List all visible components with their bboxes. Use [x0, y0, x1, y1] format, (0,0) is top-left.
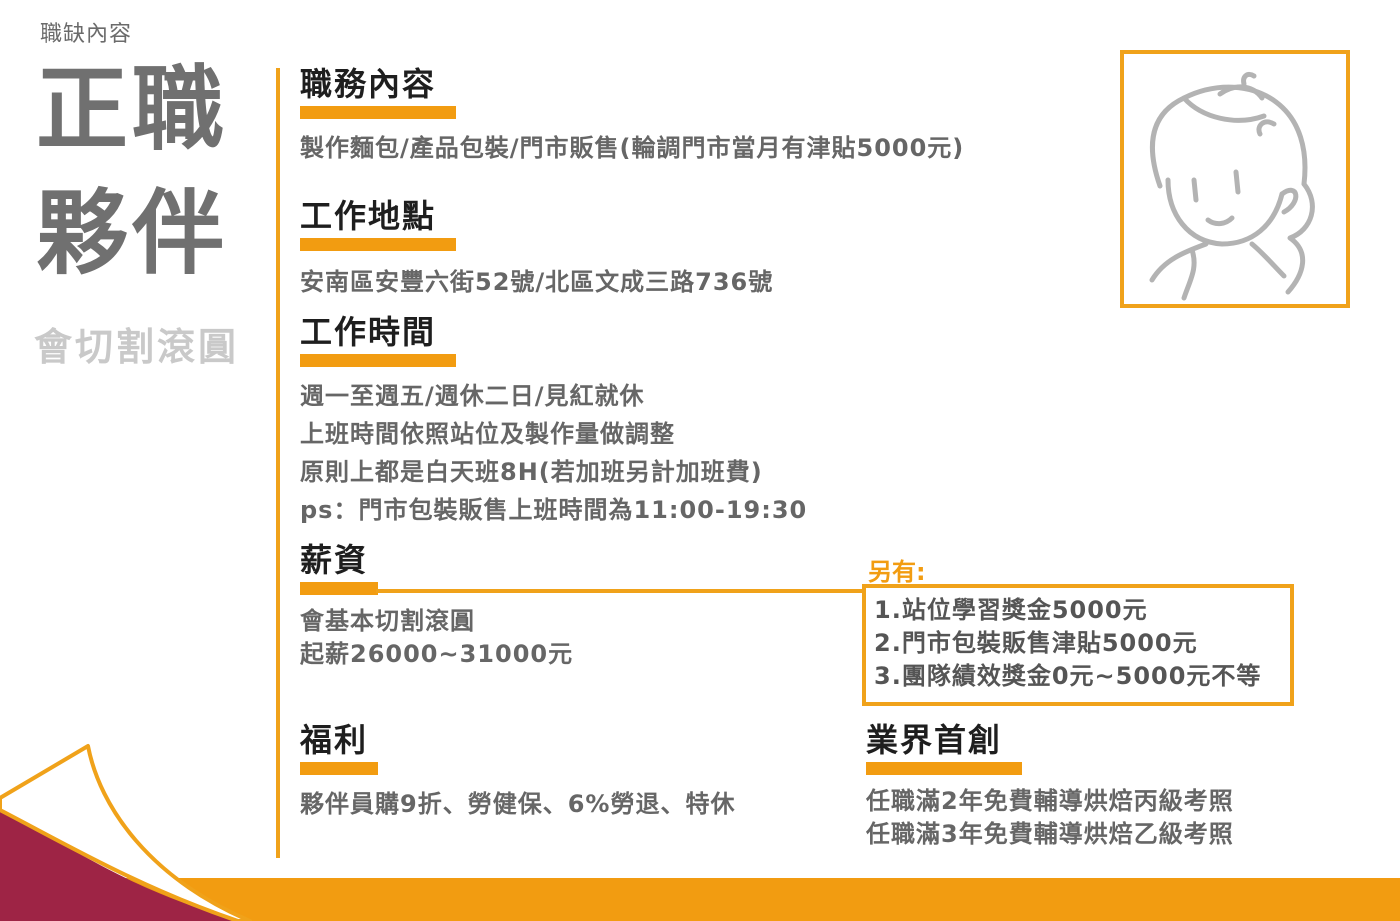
- page-curl-icon: [0, 744, 252, 921]
- extra-line: 1.站位學習獎金5000元: [874, 596, 1148, 624]
- extra-label: 另有:: [868, 558, 926, 586]
- section-location: 工作地點 安南區安豐六街52號/北區文成三路736號: [300, 200, 773, 301]
- section-industry-first: 業界首創 任職滿2年免費輔導烘焙丙級考照 任職滿3年免費輔導烘焙乙級考照: [866, 724, 1234, 851]
- page-title-line2: 夥伴: [36, 180, 229, 287]
- section-heading-industry-first: 業界首創: [866, 721, 1003, 759]
- hours-line: 週一至週五/週休二日/見紅就休: [300, 382, 645, 410]
- extra-bonus-box: 1.站位學習獎金5000元 2.門市包裝販售津貼5000元 3.團隊績效獎金0元…: [862, 584, 1294, 706]
- heading-underline: [300, 582, 378, 595]
- benefits-line: 夥伴員購9折、勞健保、6%勞退、特休: [300, 790, 736, 818]
- extra-line: 3.團隊績效獎金0元~5000元不等: [874, 662, 1262, 690]
- section-heading-location: 工作地點: [300, 197, 437, 235]
- heading-underline: [866, 762, 1022, 775]
- heading-underline: [300, 354, 456, 367]
- section-hours: 工作時間 週一至週五/週休二日/見紅就休 上班時間依照站位及製作量做調整 原則上…: [300, 316, 807, 529]
- section-heading-benefits: 福利: [300, 721, 369, 759]
- industry-first-line: 任職滿2年免費輔導烘焙丙級考照: [866, 787, 1234, 815]
- connector-line: [376, 589, 864, 593]
- section-salary: 薪資 會基本切割滾圓 起薪26000~31000元: [300, 544, 573, 671]
- heading-underline: [300, 762, 378, 775]
- industry-first-lines: 任職滿2年免費輔導烘焙丙級考照 任職滿3年免費輔導烘焙乙級考照: [866, 785, 1234, 851]
- person-line-drawing-icon: [1149, 71, 1315, 301]
- section-benefits: 福利 夥伴員購9折、勞健保、6%勞退、特休: [300, 724, 735, 823]
- heading-underline: [300, 106, 456, 119]
- extra-line: 2.門市包裝販售津貼5000元: [874, 629, 1198, 657]
- location-line: 安南區安豐六街52號/北區文成三路736號: [300, 268, 774, 296]
- section-heading-duties: 職務內容: [300, 65, 437, 103]
- page-subtitle: 會切割滾圓: [34, 325, 240, 369]
- extra-lines: 1.站位學習獎金5000元 2.門市包裝販售津貼5000元 3.團隊績效獎金0元…: [874, 594, 1261, 693]
- page-title-line1: 正職: [36, 56, 229, 163]
- duties-line: 製作麵包/產品包裝/門市販售(輪調門市當月有津貼5000元): [300, 134, 965, 162]
- salary-lines: 會基本切割滾圓 起薪26000~31000元: [300, 605, 573, 671]
- breadcrumb: 職缺內容: [40, 22, 133, 47]
- hours-line: ps：門市包裝販售上班時間為11:00-19:30: [300, 496, 808, 524]
- section-heading-hours: 工作時間: [300, 313, 437, 351]
- portrait-frame: [1120, 50, 1350, 308]
- section-heading-salary: 薪資: [300, 541, 369, 579]
- hours-line: 原則上都是白天班8H(若加班另計加班費): [300, 458, 763, 486]
- vertical-divider: [276, 68, 280, 858]
- salary-line: 起薪26000~31000元: [300, 640, 574, 668]
- heading-underline: [300, 238, 456, 251]
- hours-lines: 週一至週五/週休二日/見紅就休 上班時間依照站位及製作量做調整 原則上都是白天班…: [300, 377, 807, 529]
- hours-line: 上班時間依照站位及製作量做調整: [300, 420, 675, 448]
- salary-line: 會基本切割滾圓: [300, 607, 475, 635]
- section-duties: 職務內容 製作麵包/產品包裝/門市販售(輪調門市當月有津貼5000元): [300, 68, 964, 167]
- industry-first-line: 任職滿3年免費輔導烘焙乙級考照: [866, 820, 1234, 848]
